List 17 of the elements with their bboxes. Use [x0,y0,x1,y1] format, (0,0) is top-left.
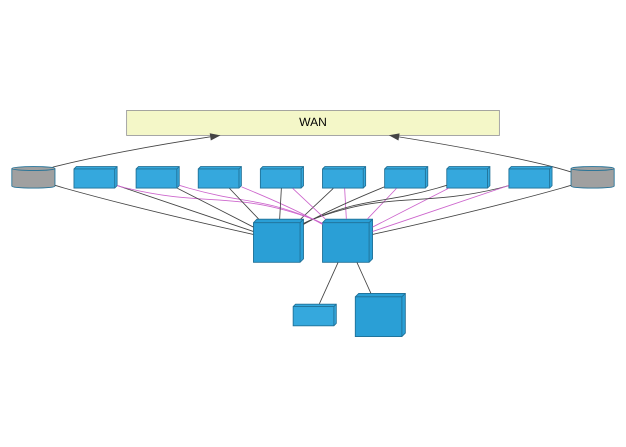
connector [372,188,450,228]
connector [318,262,338,304]
connector [367,188,397,220]
connector [116,185,254,232]
connector [229,188,259,220]
connector [356,262,372,294]
arrow [52,133,221,168]
connector [372,185,510,232]
connector [54,184,254,235]
arrow [388,133,572,172]
connector [372,184,572,235]
connector [176,188,254,228]
connector [279,188,282,220]
connector [344,188,347,220]
node-box: WAN [126,110,500,136]
connector [292,188,326,220]
connector [300,188,334,220]
